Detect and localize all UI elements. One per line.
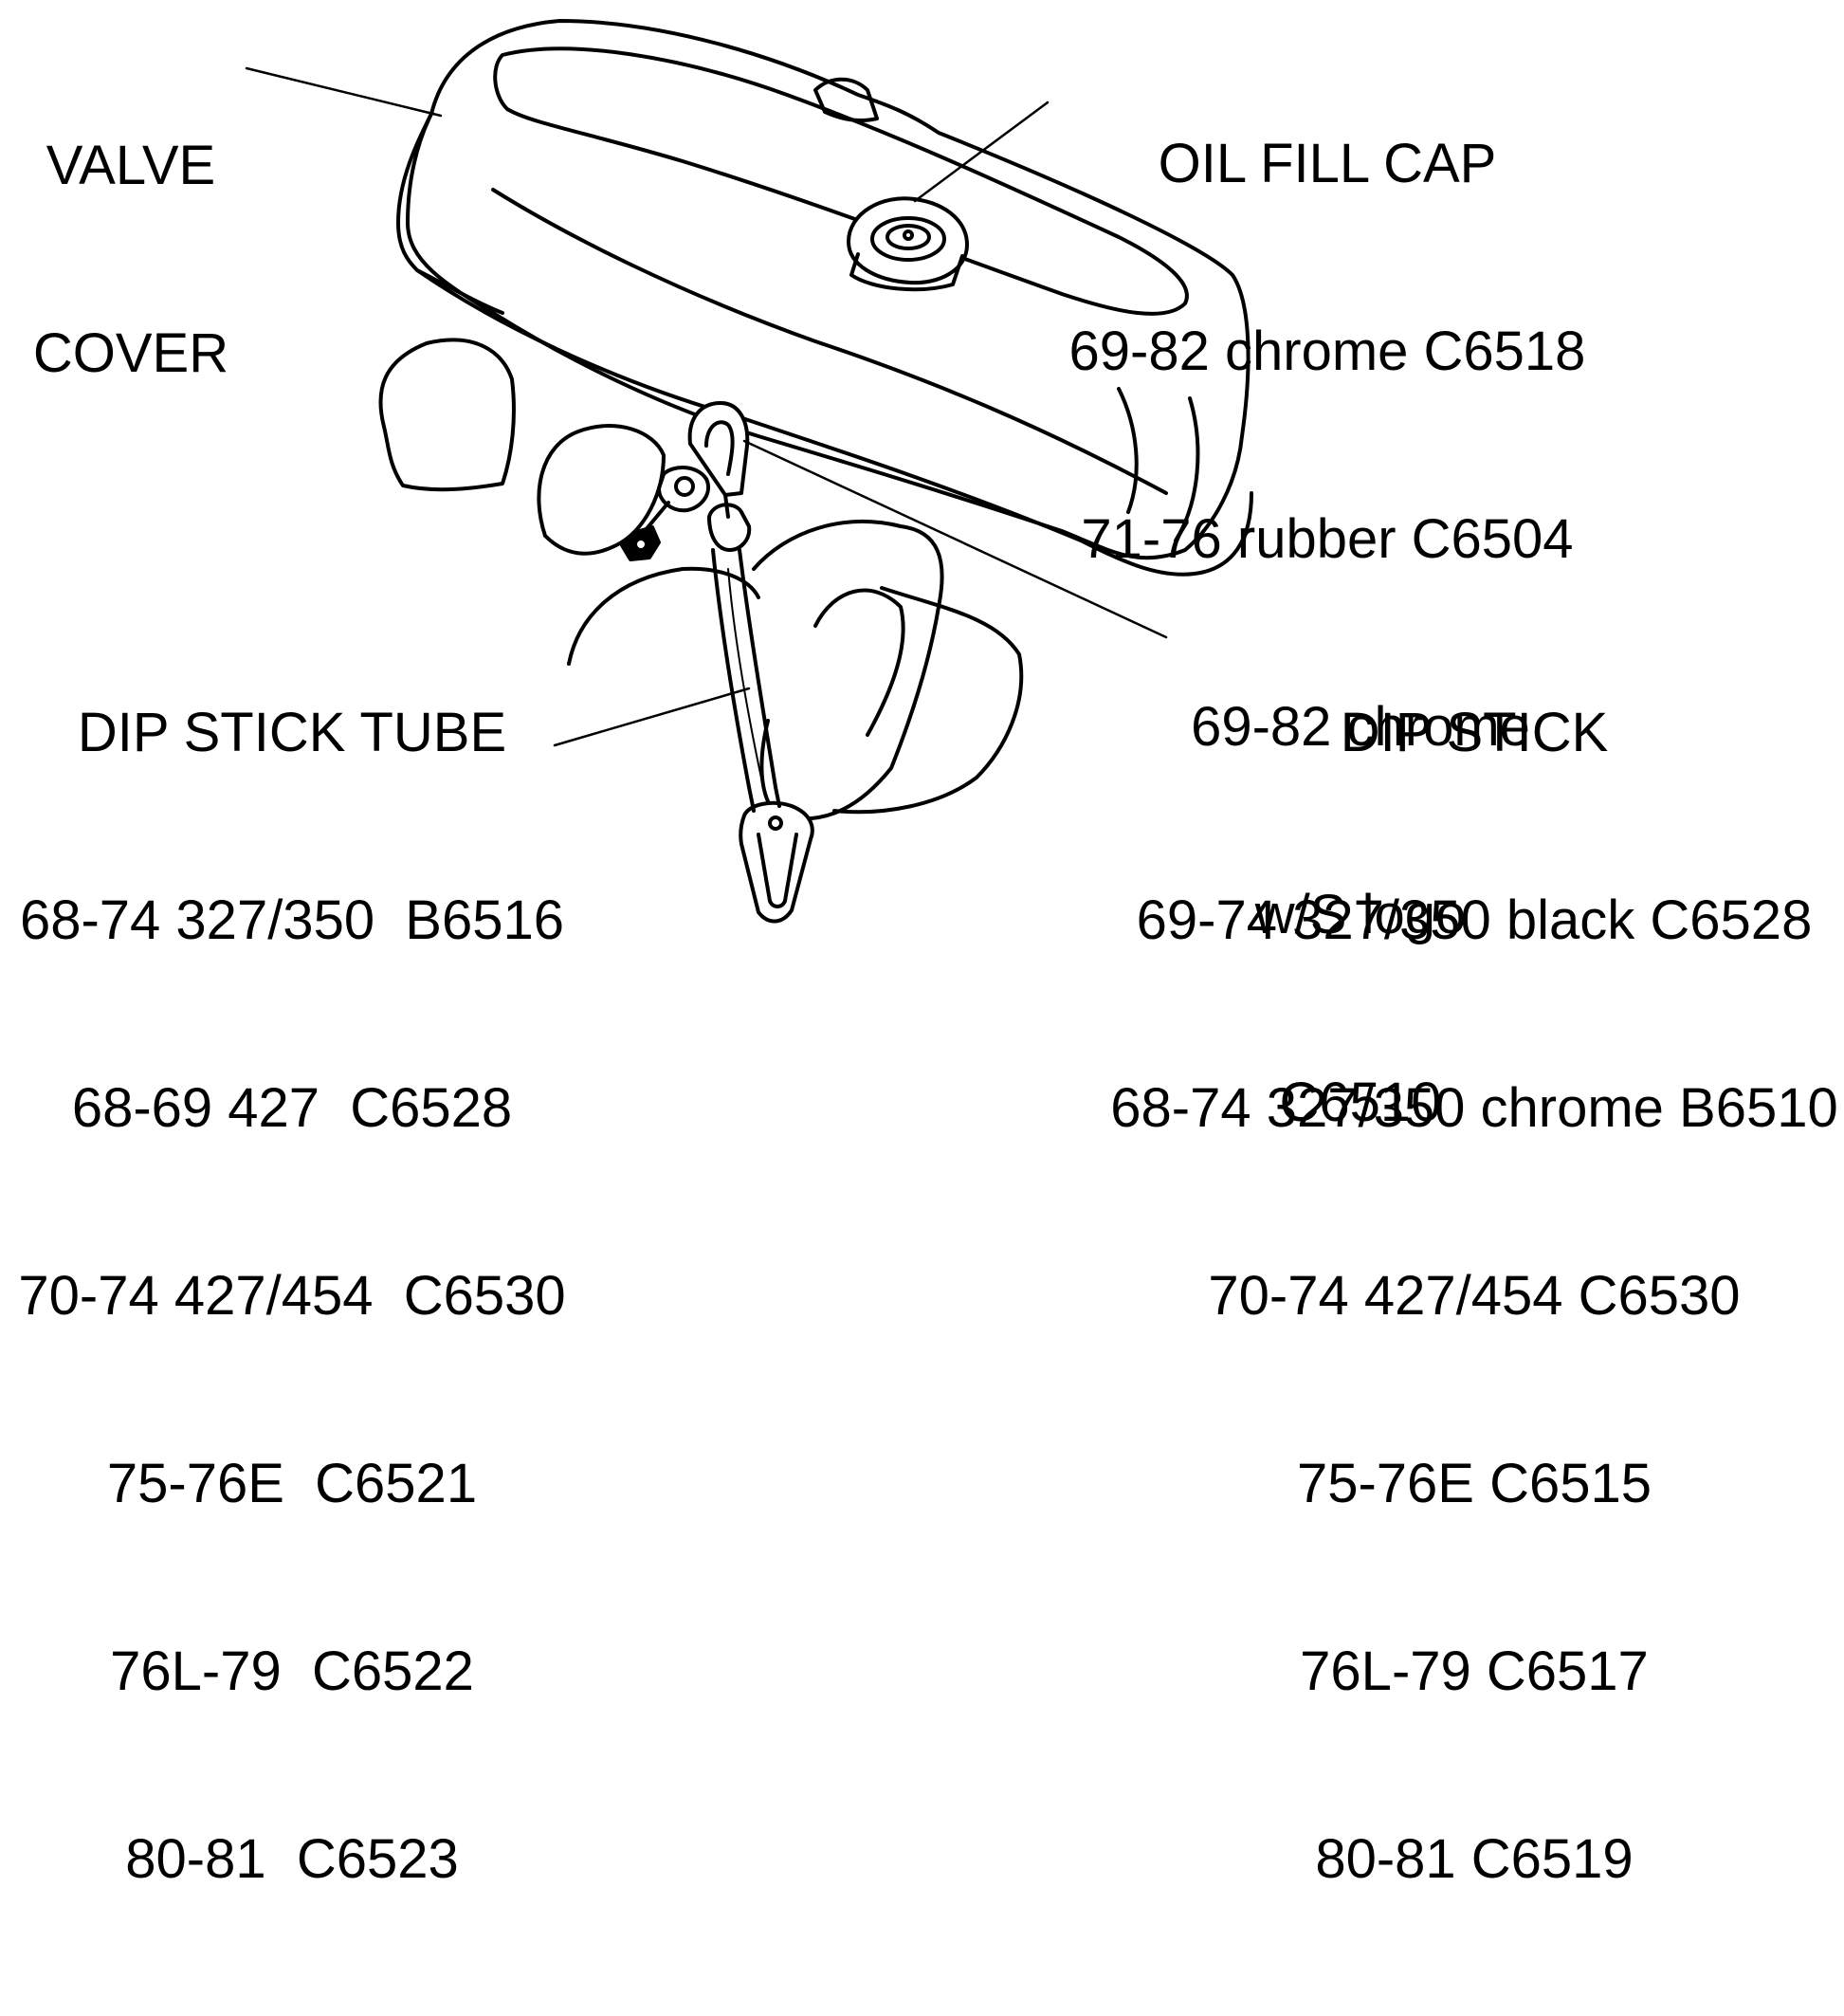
dip-stick-part-4: 75-76E C6515 xyxy=(1296,1453,1652,1514)
manifold-pipe-middle xyxy=(539,426,664,554)
oil-fill-cap-title: OIL FILL CAP xyxy=(1158,133,1497,194)
dip-stick-handle-drawing xyxy=(690,403,748,517)
dip-stick-part-6: 80-81 C6519 xyxy=(1315,1828,1634,1890)
oil-fill-cap-drawing xyxy=(849,198,967,289)
valve-cover-flange xyxy=(398,114,1251,575)
dip-stick-tube-part-4: 75-76E C6521 xyxy=(106,1453,478,1514)
leader-dip-stick xyxy=(744,441,1166,637)
dip-stick-tube-part-6: 80-81 C6523 xyxy=(125,1828,459,1890)
dip-stick-tube-part-1: 68-74 327/350 B6516 xyxy=(19,889,565,951)
valve-cover-breather-tab xyxy=(815,80,877,120)
valve-cover-end-bulge xyxy=(1119,389,1137,512)
dip-stick-part-5: 76L-79 C6517 xyxy=(1300,1640,1649,1702)
oil-fill-cap-part-2: 71-76 rubber C6504 xyxy=(1081,508,1574,570)
manifold-pipe-lower-inner xyxy=(815,591,904,735)
manifold-runner xyxy=(569,569,758,664)
manifold-pipe-lower xyxy=(754,522,942,818)
oil-fill-cap-part-1: 69-82 chrome C6518 xyxy=(1068,321,1586,382)
dip-stick-tube-title: DIP STICK TUBE xyxy=(77,702,507,763)
valve-cover-line-2: COVER xyxy=(32,322,229,384)
dip-stick-part-1: 69-74 327/350 black C6528 xyxy=(1136,889,1813,951)
dip-stick-tube-callout: DIP STICK TUBE 68-74 327/350 B6516 68-69… xyxy=(17,577,567,2016)
oil-fill-cap-part-4: w/S logo xyxy=(1254,884,1467,945)
leader-oil-fill-cap xyxy=(915,102,1048,201)
dip-stick-tube-part-2: 68-69 427 C6528 xyxy=(71,1077,513,1139)
dip-stick-part-2: 68-74 327/350 chrome B6510 xyxy=(1110,1077,1838,1139)
leader-dip-stick-tube xyxy=(555,688,749,745)
valve-cover-top-panel xyxy=(495,48,1187,314)
dip-stick-tube-part-5: 76L-79 C6522 xyxy=(110,1640,474,1702)
manifold-pipe-left xyxy=(380,339,514,489)
dip-stick-callout: DIP STICK 69-74 327/350 black C6528 68-7… xyxy=(1109,577,1839,2016)
dip-stick-tube-part-3: 70-74 427/454 C6530 xyxy=(18,1265,566,1327)
engine-parts-illustration xyxy=(0,0,1844,1015)
parts-diagram: VALVE COVER OIL FILL CAP 69-82 chrome C6… xyxy=(0,0,1844,1890)
dip-stick-bracket-drawing xyxy=(622,467,708,559)
valve-cover-flange-inner xyxy=(417,270,502,313)
valve-cover-line-1: VALVE xyxy=(46,135,216,196)
dip-stick-grip-drawing xyxy=(740,787,812,922)
dip-stick-title: DIP STICK xyxy=(1340,702,1609,763)
leader-valve-cover xyxy=(246,68,441,116)
dip-stick-part-3: 70-74 427/454 C6530 xyxy=(1208,1265,1741,1327)
manifold-flange xyxy=(834,588,1021,812)
valve-cover-label: VALVE COVER xyxy=(27,9,235,510)
oil-fill-cap-part-3: 69-82 chrome xyxy=(1191,696,1530,758)
valve-cover-crease xyxy=(493,190,1166,493)
valve-cover-end-bulge-2 xyxy=(1176,398,1197,541)
valve-cover-shell xyxy=(408,21,1249,558)
dip-stick-tube-drawing xyxy=(709,504,776,787)
